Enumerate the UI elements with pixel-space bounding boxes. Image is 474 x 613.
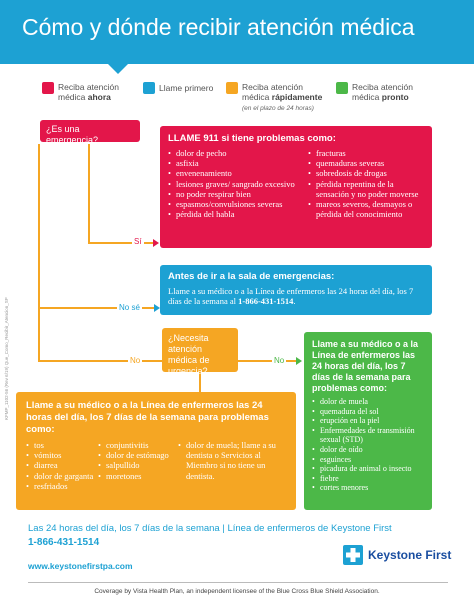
emergency-box: LLAME 911 si tiene problemas como: dolor… (160, 126, 432, 248)
label-si: Sí (132, 237, 144, 246)
list-item: no poder respirar bien (168, 189, 308, 199)
list-item: dolor de muela (312, 397, 424, 407)
legend-swatch-green (336, 82, 348, 94)
list-item: vómitos (26, 450, 98, 460)
list-item: moretones (98, 471, 178, 481)
soon-list: dolor de muela quemadura del sol erupció… (312, 397, 424, 493)
list-item: espasmos/convulsiones severas (168, 199, 308, 209)
label-no-se: No sé (117, 303, 142, 312)
connector-main-vertical (38, 144, 40, 362)
er-box: Antes de ir a la sala de emergencias: Ll… (160, 265, 432, 315)
connector-si-vertical (88, 144, 90, 244)
list-item: resfriados (26, 481, 98, 491)
list-item: fiebre (312, 474, 424, 484)
legend-item-call-first: Llame primero (159, 83, 214, 93)
list-item: quemadura del sol (312, 407, 424, 417)
list-item: erupción en la piel (312, 416, 424, 426)
list-item: Enfermedades de transmisión sexual (STD) (312, 426, 424, 445)
header-banner: Cómo y dónde recibir atención médica (0, 0, 474, 64)
footer-divider (28, 582, 448, 583)
list-item: sobredosis de drogas (308, 168, 424, 178)
er-box-text: Llame a su médico o a la Línea de enferm… (168, 286, 414, 307)
disclaimer: Coverage by Vista Health Plan, an indepe… (94, 588, 380, 595)
legend-swatch-red (42, 82, 54, 94)
label-no-left: No (128, 356, 143, 365)
connector-no-right-horizontal (238, 360, 298, 362)
document-code: KFMP_1102-56 (Rev 6/19) Que_Como_Recibir… (4, 297, 9, 420)
connector-nose-horizontal (38, 307, 156, 309)
page-title: Cómo y dónde recibir atención médica (22, 14, 415, 40)
soon-box-title: Llame a su médico o a la Línea de enferm… (312, 339, 419, 393)
keystone-logo-text: Keystone First (368, 548, 452, 562)
question-urgent: ¿Necesita atención médica de urgencia? (162, 328, 238, 376)
list-item: esguinces (312, 455, 424, 465)
legend-item-soon: Reciba atención médica pronto (352, 82, 413, 102)
urgent-list-col3: dolor de muela; llame a su dentista o Se… (178, 440, 278, 491)
question-emergency: ¿Es una emergencia? (40, 120, 140, 145)
legend-swatch-blue (143, 82, 155, 94)
keystone-cross-icon (343, 545, 363, 565)
list-item: pérdida del habla (168, 209, 308, 219)
list-item: cortes menores (312, 483, 424, 493)
list-item: pérdida repentina de la sensación y no p… (308, 179, 424, 199)
connector-urgent-down (199, 372, 201, 392)
list-item: mareos severos, desmayos o pérdida del c… (308, 199, 424, 219)
header-notch (108, 64, 128, 74)
arrow-to-green-box (296, 357, 302, 365)
emergency-list-col1: dolor de pecho asfixia envenenamiento le… (168, 148, 308, 220)
urgent-list-col2: conjuntivitis dolor de estómago salpulli… (98, 440, 178, 491)
legend-item-now: Reciba atención médica ahora (58, 82, 119, 102)
list-item: quemaduras severas (308, 158, 424, 168)
website-link[interactable]: www.keystonefirstpa.com (28, 561, 133, 571)
list-item: salpullido (98, 460, 178, 470)
urgent-care-box: Llame a su médico o a la Línea de enferm… (16, 392, 296, 510)
list-item: diarrea (26, 460, 98, 470)
nurse-line-phone[interactable]: 1-866-431-1514 (28, 537, 100, 548)
list-item: dolor de oído (312, 445, 424, 455)
label-no-right: No (272, 356, 287, 365)
urgent-list-col1: tos vómitos diarrea dolor de garganta re… (26, 440, 98, 491)
emergency-box-title: LLAME 911 si tiene problemas como: (168, 133, 336, 144)
er-box-title: Antes de ir a la sala de emergencias: (168, 271, 335, 282)
urgent-box-title: Llame a su médico o a la Línea de enferm… (26, 400, 269, 435)
list-item: asfixia (168, 158, 308, 168)
arrow-to-emergency-box (153, 239, 159, 247)
list-item: lesiones graves/ sangrado excesivo (168, 179, 308, 189)
list-item: conjuntivitis (98, 440, 178, 450)
list-item: envenenamiento (168, 168, 308, 178)
arrow-to-er-box (154, 304, 160, 312)
list-item: dolor de garganta (26, 471, 98, 481)
list-item: dolor de pecho (168, 148, 308, 158)
soon-care-box: Llame a su médico o a la Línea de enferm… (304, 332, 432, 510)
nurse-line-text: Las 24 horas del día, los 7 días de la s… (28, 523, 392, 534)
list-item: dolor de muela; llame a su dentista o Se… (178, 440, 278, 481)
connector-si-horizontal (88, 242, 155, 244)
list-item: fracturas (308, 148, 424, 158)
emergency-list-col2: fracturas quemaduras severas sobredosis … (308, 148, 424, 219)
list-item: picadura de animal o insecto (312, 464, 424, 474)
legend-swatch-orange (226, 82, 238, 94)
legend-item-quickly: Reciba atención médica rápidamente (en e… (242, 82, 323, 112)
list-item: tos (26, 440, 98, 450)
connector-no-left-horizontal (38, 360, 162, 362)
list-item: dolor de estómago (98, 450, 178, 460)
er-phone: 1-866-431-1514 (238, 296, 294, 307)
